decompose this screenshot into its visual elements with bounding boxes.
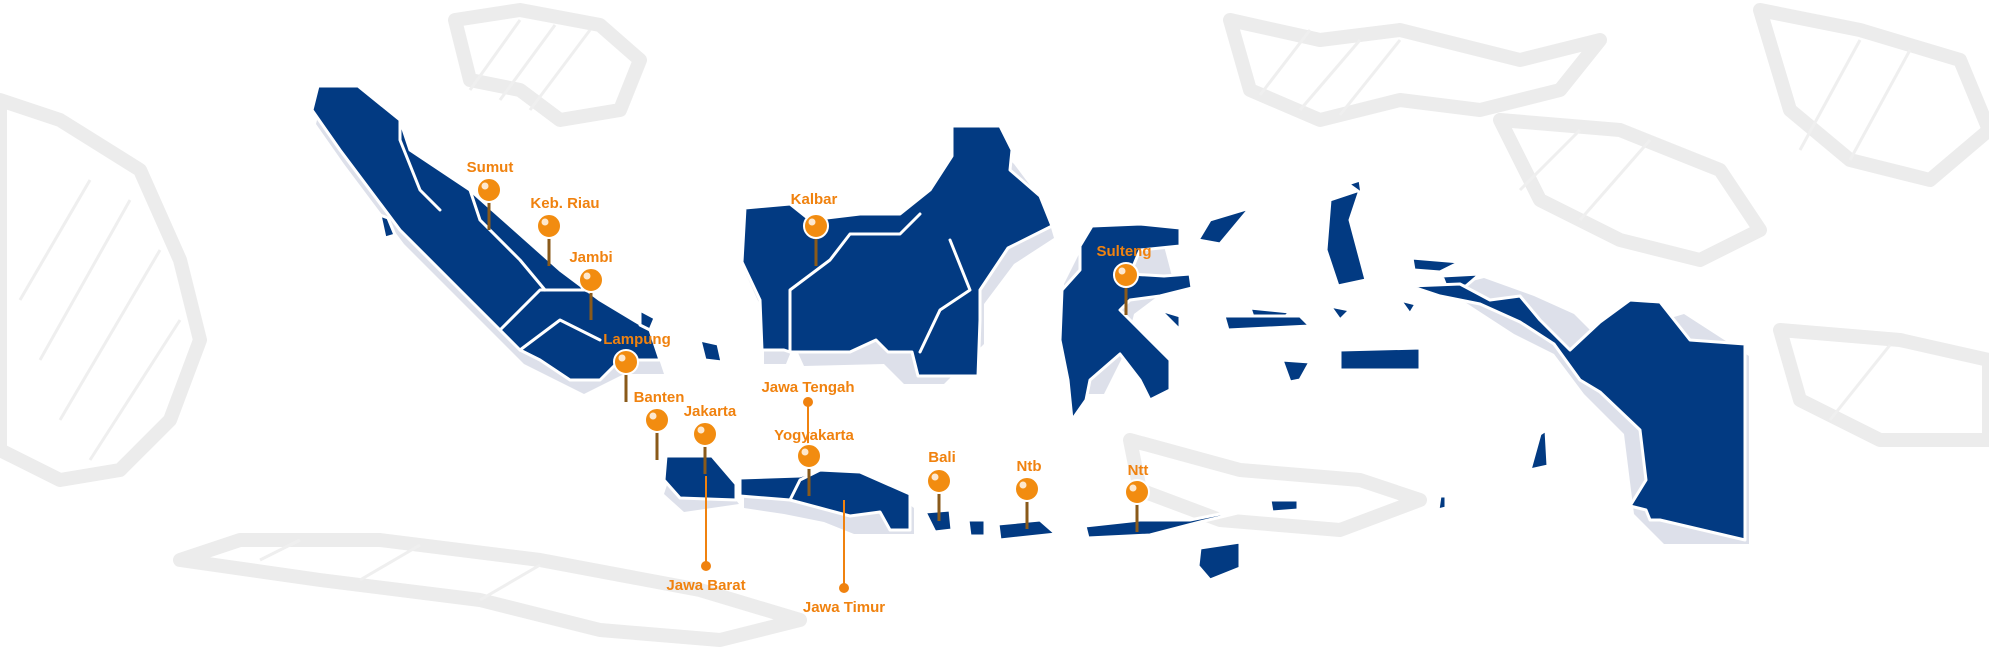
pin-shine xyxy=(583,272,591,280)
hatch-pattern xyxy=(18,19,1912,602)
island-ntt xyxy=(1083,508,1252,540)
leader-lines xyxy=(701,397,849,593)
pin-shine xyxy=(649,412,657,420)
map-pin-icon[interactable] xyxy=(803,213,829,239)
map-pin-icon[interactable] xyxy=(613,349,639,375)
pin-shine xyxy=(801,448,809,456)
map-pin-icon[interactable] xyxy=(536,213,562,239)
map-pin-icon[interactable] xyxy=(692,421,718,447)
pin-shine xyxy=(1118,267,1126,275)
pin-label-yogyakarta: Yogyakarta xyxy=(774,427,854,444)
pin-yogyakarta[interactable]: Yogyakarta xyxy=(774,427,855,496)
pin-shine xyxy=(1019,481,1027,489)
pin-sumut[interactable]: Sumut xyxy=(467,159,514,230)
pin-label-bali: Bali xyxy=(928,449,956,466)
island-java xyxy=(662,454,738,502)
map-pin-icon[interactable] xyxy=(1014,476,1040,502)
island-sumatra xyxy=(310,84,662,382)
pin-label-jambi: Jambi xyxy=(569,249,612,266)
pin-sulteng[interactable]: Sulteng xyxy=(1097,243,1152,315)
pin-label-kalbar: Kalbar xyxy=(791,191,838,208)
pin-label-sumut: Sumut xyxy=(467,159,514,176)
label-jawa-timur: Jawa Timur xyxy=(803,599,885,616)
label-jawa-barat: Jawa Barat xyxy=(666,577,745,594)
pin-shine xyxy=(1129,484,1137,492)
map-pin-icon[interactable] xyxy=(796,443,822,469)
map-pin-icon[interactable] xyxy=(1113,262,1139,288)
pin-banten[interactable]: Banten xyxy=(634,389,685,460)
pin-label-sulteng: Sulteng xyxy=(1097,243,1152,260)
island-sulawesi xyxy=(1058,222,1194,422)
pin-jakarta[interactable]: Jakarta xyxy=(684,403,737,474)
pin-label-ntb: Ntb xyxy=(1017,458,1042,475)
background-landmass xyxy=(0,3,1989,647)
pin-lampung[interactable]: Lampung xyxy=(603,331,671,402)
island-papua xyxy=(1408,282,1747,542)
pin-jambi[interactable]: Jambi xyxy=(569,249,613,320)
map-pin-icon[interactable] xyxy=(578,267,604,293)
pin-shine xyxy=(618,354,626,362)
map-pin-icon[interactable] xyxy=(476,177,502,203)
pin-label-banten: Banten xyxy=(634,389,685,406)
pin-ntb[interactable]: Ntb xyxy=(1014,458,1042,529)
map-pin-icon[interactable] xyxy=(644,407,670,433)
pin-label-lampung: Lampung xyxy=(603,331,671,348)
pin-shine xyxy=(931,473,939,481)
pin-shine xyxy=(697,426,705,434)
pin-shine xyxy=(808,218,816,226)
pin-kep-riau[interactable]: Keb. Riau xyxy=(530,195,600,266)
pin-shine xyxy=(541,218,549,226)
pin-shine xyxy=(481,182,489,190)
province-borders xyxy=(398,118,972,502)
label-jawa-tengah: Jawa Tengah xyxy=(761,379,854,396)
island-kalimantan xyxy=(740,124,1054,378)
islands xyxy=(310,84,1747,582)
map-pin-icon[interactable] xyxy=(1124,479,1150,505)
pin-bali[interactable]: Bali xyxy=(926,449,956,521)
pin-label-jakarta: Jakarta xyxy=(684,403,737,420)
map-pin-icon[interactable] xyxy=(926,468,952,494)
pin-label-kep-riau: Keb. Riau xyxy=(530,195,599,212)
leader-labels: Jawa Tengah Jawa Barat Jawa Timur xyxy=(666,379,885,616)
pin-label-ntt: Ntt xyxy=(1128,462,1149,479)
pin-ntt[interactable]: Ntt xyxy=(1124,462,1150,532)
pin-kalbar[interactable]: Kalbar xyxy=(791,191,838,266)
